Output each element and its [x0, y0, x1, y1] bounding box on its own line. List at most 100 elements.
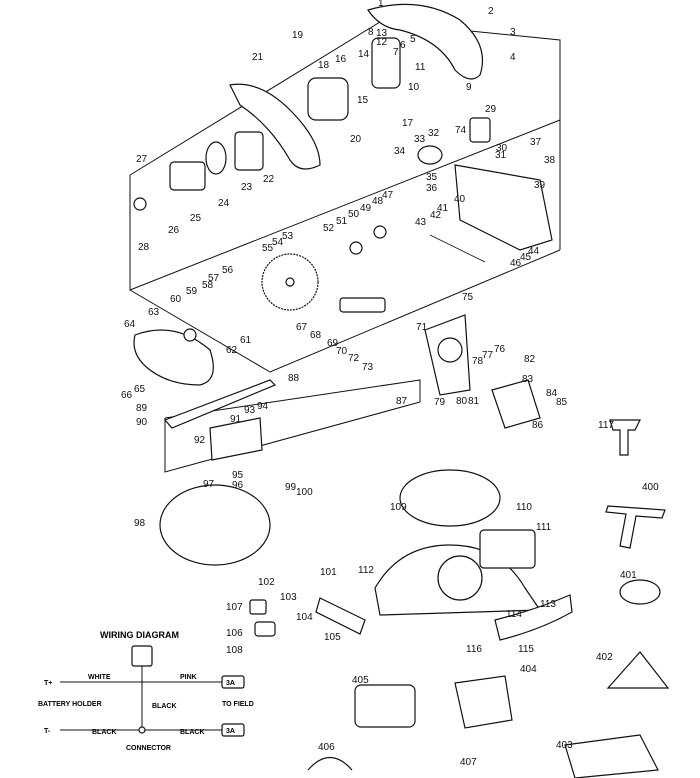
- callout-label: 403: [556, 740, 573, 751]
- callout-label: 57: [208, 273, 220, 284]
- callout-label: 5: [410, 34, 416, 45]
- callout-label: 52: [323, 223, 335, 234]
- callout-label: 50: [348, 209, 360, 220]
- callout-label: 45: [520, 252, 532, 263]
- wiring-title: WIRING DIAGRAM: [100, 630, 179, 640]
- callout-label: 34: [394, 146, 406, 157]
- callout-label: 51: [336, 216, 348, 227]
- callout-label: 22: [263, 174, 275, 185]
- callout-label: 66: [121, 390, 133, 401]
- callout-label: 28: [138, 242, 150, 253]
- callout-label: 69: [327, 338, 339, 349]
- terminal-bottom-label: T-: [44, 728, 51, 735]
- callout-label: 82: [524, 354, 536, 365]
- callout-label: 23: [241, 182, 253, 193]
- callout-label: 8: [368, 27, 374, 38]
- callout-label: 65: [134, 384, 146, 395]
- callout-label: 7: [393, 47, 399, 58]
- callout-label: 112: [358, 565, 374, 576]
- connector-label: CONNECTOR: [126, 745, 171, 752]
- callout-label: 6: [400, 40, 406, 51]
- callout-label: 31: [495, 150, 507, 161]
- callout-label: 80: [456, 396, 468, 407]
- callout-label: 62: [226, 345, 238, 356]
- callout-label: 110: [516, 502, 532, 513]
- callout-label: 104: [296, 612, 313, 623]
- callout-label: 73: [362, 362, 374, 373]
- callout-label: 86: [532, 420, 544, 431]
- callout-label: 2: [488, 6, 494, 17]
- callout-label: 72: [348, 353, 360, 364]
- callout-label: 75: [462, 292, 474, 303]
- callout-label: 67: [296, 322, 308, 333]
- fuse-top-label: 3A: [226, 680, 235, 687]
- callout-label: 404: [520, 664, 537, 675]
- callout-label: 21: [252, 52, 264, 63]
- handle-assembly: [133, 3, 484, 211]
- wire-black-left-label: BLACK: [92, 729, 117, 736]
- callout-label: 84: [546, 388, 558, 399]
- callout-label: 108: [226, 645, 243, 656]
- callout-label: 41: [437, 203, 449, 214]
- callout-label: 36: [426, 183, 438, 194]
- callout-label: 11: [415, 62, 426, 73]
- callout-label: 95: [232, 470, 244, 481]
- callout-label: 24: [218, 198, 230, 209]
- callout-label: 20: [350, 134, 362, 145]
- callout-label: 100: [296, 487, 313, 498]
- callout-label: 401: [620, 570, 637, 581]
- gear-case-assembly: [417, 117, 553, 263]
- callout-label: 109: [390, 502, 407, 513]
- callout-label: 13: [376, 28, 388, 39]
- callout-label: 25: [190, 213, 202, 224]
- callout-label: 26: [168, 225, 180, 236]
- callout-label: 91: [230, 414, 242, 425]
- callout-label: 115: [518, 644, 534, 655]
- accessories: [307, 419, 670, 778]
- callout-label: 12: [376, 37, 388, 48]
- callout-label: 43: [415, 217, 427, 228]
- callout-label: 37: [530, 137, 542, 148]
- saw-blade: [261, 225, 387, 311]
- wire-pink-label: PINK: [180, 674, 197, 681]
- callout-label: 10: [408, 82, 420, 93]
- callout-label: 106: [226, 628, 243, 639]
- pivot-bracket: [339, 297, 541, 429]
- callout-label: 76: [494, 344, 506, 355]
- wire-black-center-label: BLACK: [152, 703, 177, 710]
- callout-label: 78: [472, 356, 484, 367]
- wiring-diagram: WIRING DIAGRAM WHITE PINK BLACK BATTERY …: [38, 630, 254, 752]
- callout-label: 89: [136, 403, 148, 414]
- callout-label: 111: [536, 522, 552, 533]
- callout-label: 48: [372, 196, 384, 207]
- callout-label: 79: [434, 397, 446, 408]
- blade-guard: [133, 328, 214, 386]
- callout-label: 101: [320, 567, 337, 578]
- callout-label: 1: [378, 0, 384, 9]
- callout-label: 9: [466, 82, 472, 93]
- callout-label: 27: [136, 154, 148, 165]
- callout-label: 42: [430, 210, 442, 221]
- callout-label: 56: [222, 265, 234, 276]
- wire-black-right-label: BLACK: [180, 729, 205, 736]
- callout-label: 105: [324, 632, 341, 643]
- callout-label: 94: [257, 401, 269, 412]
- callout-label: 71: [416, 322, 428, 333]
- callout-label: 47: [382, 190, 394, 201]
- callout-label: 74: [455, 125, 467, 136]
- callout-label: 99: [285, 482, 297, 493]
- callout-label: 102: [258, 577, 275, 588]
- callout-label: 97: [203, 479, 215, 490]
- callout-label: 38: [544, 155, 556, 166]
- callout-label: 16: [335, 54, 347, 65]
- callout-label: 70: [336, 346, 348, 357]
- callout-label: 93: [244, 405, 256, 416]
- callout-label: 33: [414, 134, 426, 145]
- callout-label: 44: [528, 246, 540, 257]
- callout-label: 85: [556, 397, 568, 408]
- callout-label: 32: [428, 128, 440, 139]
- callout-label: 400: [642, 482, 659, 493]
- callout-label: 15: [357, 95, 369, 106]
- callout-label: 96: [232, 480, 244, 491]
